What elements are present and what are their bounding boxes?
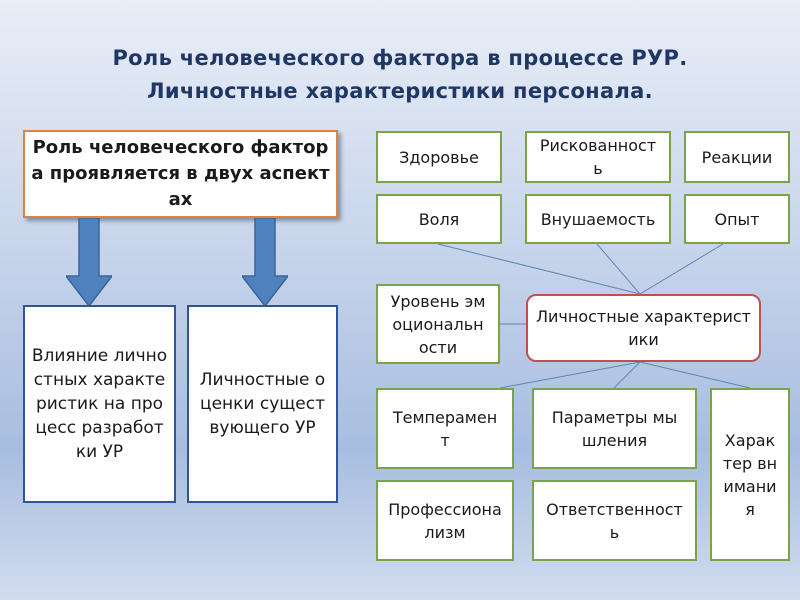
connector-thinking bbox=[613, 361, 641, 389]
assessment-box: Личностные оценки существующего УР bbox=[187, 305, 338, 503]
responsibility-box: Ответственность bbox=[532, 480, 697, 561]
experience-box: Опыт bbox=[684, 194, 790, 244]
emotionality-box: Уровень эмоциональности bbox=[376, 284, 500, 364]
connector-suggestibility bbox=[596, 243, 641, 295]
thinking-parameters-box: Параметры мышления bbox=[532, 388, 697, 469]
health-text: Здоровье bbox=[399, 147, 479, 167]
personal-characteristics-text: Личностные характеристики bbox=[535, 307, 751, 349]
suggestibility-text: Внушаемость bbox=[540, 209, 656, 229]
character-attention-box: Характер внимания bbox=[710, 388, 790, 561]
assessment-box-text: Личностные оценки существующего УР bbox=[199, 370, 326, 438]
temperament-text: Темперамент bbox=[392, 407, 498, 450]
experience-text: Опыт bbox=[714, 209, 760, 229]
role-aspects-header: Роль человеческого фактора проявляется в… bbox=[23, 130, 338, 218]
connector-experience bbox=[639, 243, 724, 295]
influence-box: Влияние личностных характеристик на проц… bbox=[23, 305, 176, 503]
slide-title-line-1: Роль человеческого фактора в процессе РУ… bbox=[112, 46, 688, 70]
temperament-box: Темперамент bbox=[376, 388, 514, 469]
down-arrow-right bbox=[242, 218, 288, 306]
responsibility-text: Ответственность bbox=[546, 499, 683, 542]
influence-box-text: Влияние личностных характеристик на проц… bbox=[31, 346, 168, 462]
down-arrow-left bbox=[66, 218, 112, 306]
emotionality-text: Уровень эмоциональности bbox=[390, 291, 486, 357]
personal-characteristics-box: Личностные характеристики bbox=[526, 294, 761, 362]
suggestibility-box: Внушаемость bbox=[525, 194, 671, 244]
thinking-parameters-text: Параметры мышления bbox=[551, 407, 678, 450]
health-box: Здоровье bbox=[376, 131, 502, 183]
professionalism-text: Профессионализм bbox=[388, 499, 502, 542]
professionalism-box: Профессионализм bbox=[376, 480, 514, 561]
connector-will bbox=[437, 243, 641, 295]
character-attention-text: Характер внимания bbox=[722, 430, 778, 519]
riskiness-box: Рискованность bbox=[525, 131, 671, 183]
role-aspects-header-text: Роль человеческого фактора проявляется в… bbox=[31, 137, 330, 210]
reactions-text: Реакции bbox=[701, 147, 773, 167]
will-box: Воля bbox=[376, 194, 502, 244]
will-text: Воля bbox=[418, 209, 460, 229]
riskiness-text: Рискованность bbox=[539, 136, 657, 178]
slide-title-line-2: Личностные характеристики персонала. bbox=[147, 79, 653, 103]
connector-character bbox=[639, 361, 751, 389]
connector-temperament bbox=[499, 361, 641, 389]
slide-title: Роль человеческого фактора в процессе РУ… bbox=[0, 42, 800, 108]
reactions-box: Реакции bbox=[684, 131, 790, 183]
